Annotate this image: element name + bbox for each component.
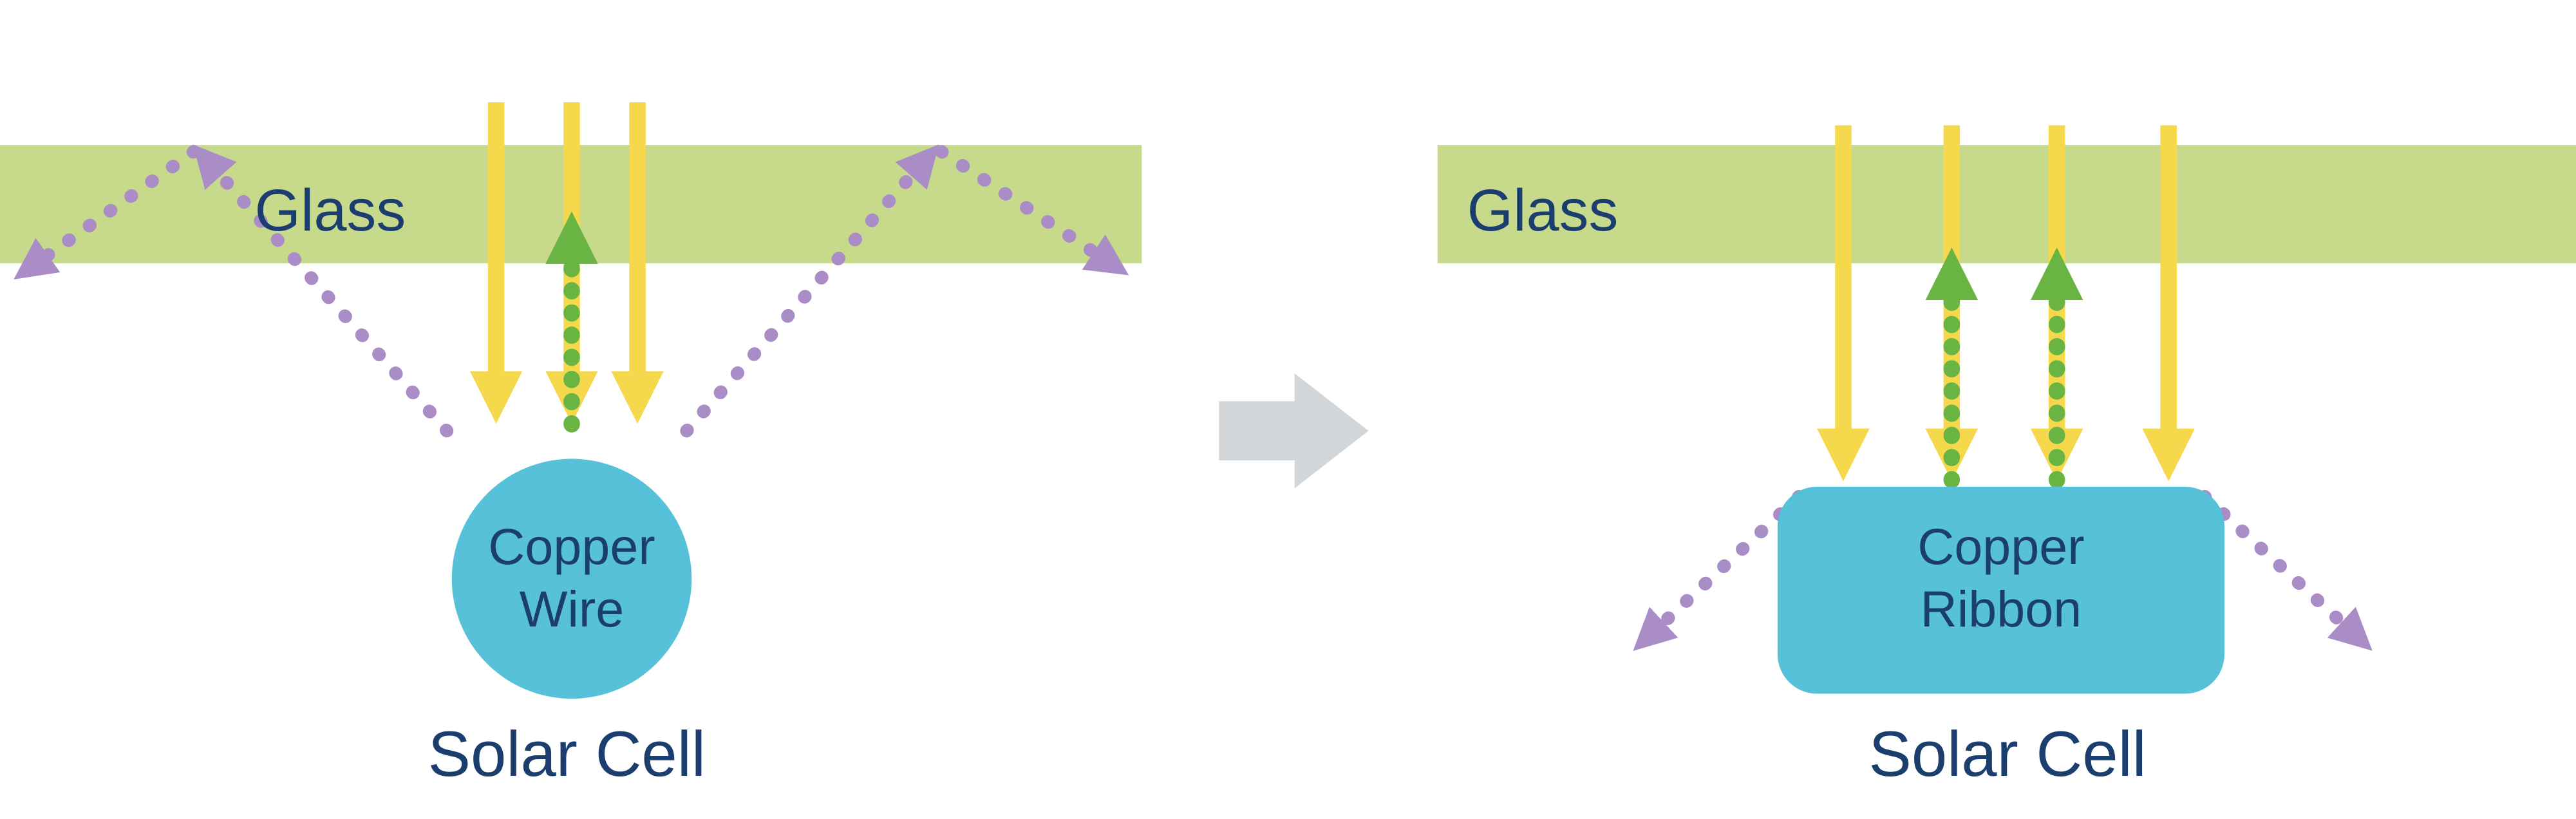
glass-label: Glass <box>1467 178 1619 243</box>
escaped-ray-up-left-icon <box>193 144 454 438</box>
copper-ribbon-label-line1: Copper <box>1917 518 2084 575</box>
solar-cell-caption: Solar Cell <box>1868 719 2146 790</box>
transform-arrow-icon <box>1219 373 1369 489</box>
copper-wire-label-line1: Copper <box>488 518 655 575</box>
copper-ribbon-label-line2: Ribbon <box>1921 580 2082 637</box>
escaped-ray-down-left-icon <box>1633 490 1806 651</box>
escaped-ray-down-left-icon <box>14 145 201 280</box>
right-diagram: Glass Copper Ribbon Solar Cell <box>1437 125 2576 790</box>
left-diagram: Glass Copper Wire Solar Cell <box>0 102 1142 790</box>
glass-layer <box>1437 145 2576 263</box>
escaped-ray-down-right-icon <box>934 145 1129 276</box>
solar-cell-caption: Solar Cell <box>428 719 706 790</box>
escaped-ray-up-right-icon <box>680 144 939 438</box>
escaped-light-rays <box>1633 490 2373 651</box>
copper-ribbon-shape <box>1777 486 2224 694</box>
escaped-ray-down-right-icon <box>2198 490 2373 651</box>
glass-label: Glass <box>255 178 406 243</box>
recaptured-light-arrows <box>1925 247 2083 489</box>
copper-wire-label-line2: Wire <box>520 580 625 637</box>
copper-wire-shape <box>451 458 692 699</box>
escaped-light-rays <box>14 144 1129 438</box>
